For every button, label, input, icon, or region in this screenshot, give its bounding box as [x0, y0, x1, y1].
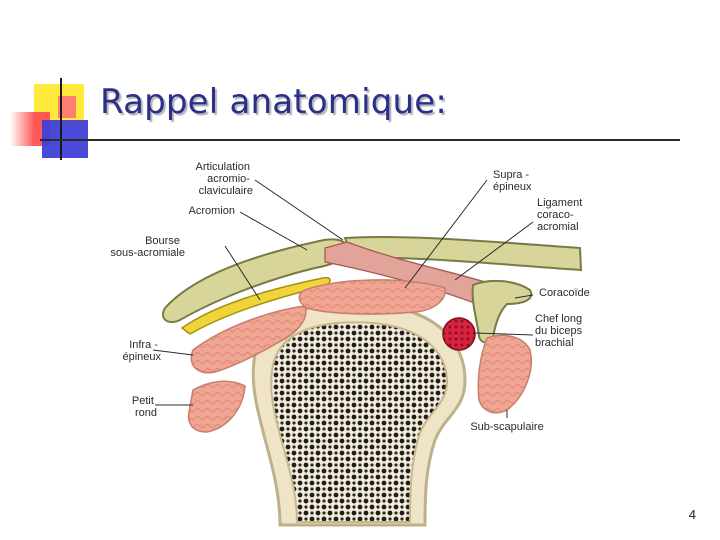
label-ligament: Ligament coraco- acromial: [537, 197, 585, 233]
label-sub-scap: Sub-scapulaire: [470, 421, 543, 433]
label-articulation-line2: acromio-: [207, 173, 250, 185]
label-coracoide-line1: Coracoïde: [539, 287, 590, 299]
label-ligament-line2: coraco-: [537, 209, 574, 221]
label-ligament-line1: Ligament: [537, 197, 582, 209]
subscapularis-muscle: [477, 334, 532, 414]
label-coracoide: Coracoïde: [539, 287, 590, 299]
label-articulation-line1: Articulation: [196, 161, 250, 173]
label-biceps-line3: brachial: [535, 337, 574, 349]
label-acromion: Acromion: [189, 205, 235, 217]
slide-title: Rappel anatomique:: [100, 82, 448, 122]
shoulder-anatomy-figure: Articulation acromio- claviculaire Acrom…: [75, 150, 635, 530]
clavicle: [343, 235, 583, 272]
label-petit-rond-line1: Petit: [132, 395, 154, 407]
teres-minor-muscle: [187, 380, 246, 433]
label-biceps-line2: du biceps: [535, 325, 583, 337]
corner-logo: [0, 0, 110, 170]
biceps-long-head: [442, 317, 476, 351]
logo-vertical-line: [60, 78, 62, 160]
leader-lines: [152, 179, 534, 418]
label-infra-line2: épineux: [122, 351, 161, 363]
logo-pink-square: [58, 96, 76, 118]
label-biceps: Chef long du biceps brachial: [535, 313, 585, 349]
label-acromion-line1: Acromion: [189, 205, 235, 217]
title-underline: [40, 139, 680, 141]
label-articulation: Articulation acromio- claviculaire: [196, 161, 253, 197]
label-supra-line1: Supra -: [493, 169, 529, 181]
label-bourse: Bourse sous-acromiale: [110, 235, 185, 259]
label-bourse-line1: Bourse: [145, 235, 180, 247]
label-articulation-line3: claviculaire: [199, 185, 253, 197]
label-biceps-line1: Chef long: [535, 313, 582, 325]
humerus-spongy-bone: [270, 321, 449, 523]
subacromial-bursa: [180, 276, 331, 335]
label-supra: Supra - épineux: [493, 169, 532, 193]
coracoid: [471, 279, 533, 344]
label-bourse-line2: sous-acromiale: [110, 247, 185, 259]
page-number: 4: [688, 507, 696, 522]
label-petit-rond: Petit rond: [132, 395, 157, 419]
label-infra-line1: Infra -: [129, 339, 158, 351]
label-supra-line2: épineux: [493, 181, 532, 193]
label-sub-scap-line1: Sub-scapulaire: [470, 421, 543, 433]
infraspinatus-muscle: [190, 305, 307, 374]
label-petit-rond-line2: rond: [135, 407, 157, 419]
supraspinatus-muscle: [298, 279, 446, 315]
label-ligament-line3: acromial: [537, 221, 579, 233]
label-infra: Infra - épineux: [122, 339, 161, 363]
